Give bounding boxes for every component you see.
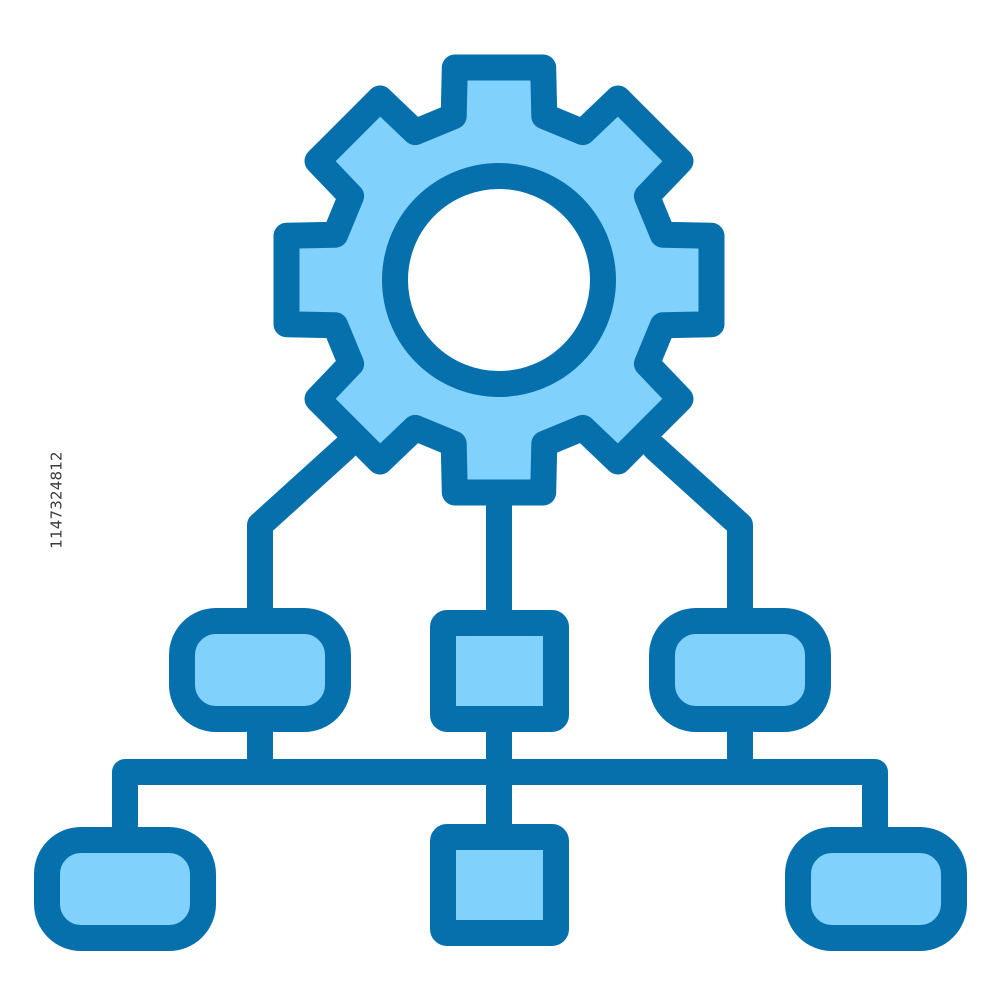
- node-mid-center: [430, 610, 569, 732]
- bus-line: [112, 759, 888, 855]
- middle-row-nodes: [169, 608, 831, 732]
- bottom-row-nodes: [34, 824, 967, 951]
- node-bottom-center: [430, 824, 569, 946]
- connector-right: [642, 435, 753, 631]
- gear-center-hole: [382, 163, 616, 397]
- gear-icon: [273, 54, 725, 506]
- node-bottom-right: [785, 827, 967, 951]
- connector-left: [247, 435, 358, 631]
- node-mid-right: [649, 608, 831, 732]
- node-mid-left: [169, 608, 351, 732]
- watermark-id-text: 1147324812: [47, 451, 66, 549]
- node-bottom-left: [34, 827, 216, 951]
